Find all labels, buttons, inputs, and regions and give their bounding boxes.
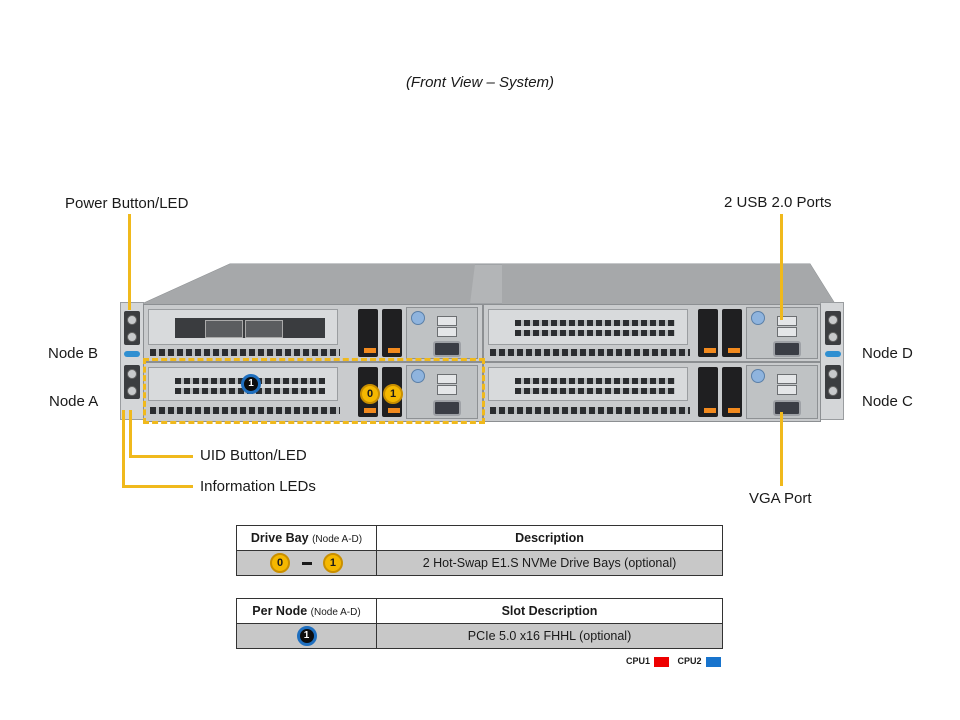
node-b-io-panel	[406, 307, 478, 359]
vendor-logo-right	[825, 351, 841, 357]
drive-bay-header-sub: (Node A-D)	[312, 534, 363, 545]
node-d-vga-port[interactable]	[773, 341, 801, 357]
node-a-uid-button[interactable]	[127, 386, 137, 396]
diagram-title: (Front View – System)	[405, 74, 555, 91]
node-b-uid-button[interactable]	[127, 332, 137, 342]
node-c-usb-port-1[interactable]	[777, 374, 797, 384]
node-a	[143, 362, 483, 422]
node-b-control-panel	[124, 311, 140, 345]
drive-bay-1-icon: 1	[322, 553, 343, 573]
drive-bay-header: Drive Bay	[250, 531, 309, 545]
vendor-logo	[124, 351, 140, 357]
slot-table: Per Node (Node A-D) Slot Description 1 P…	[236, 598, 723, 649]
node-a-vga-port[interactable]	[433, 400, 461, 416]
cpu-legend: CPU1 CPU2	[626, 656, 727, 667]
table-row: 1 PCIe 5.0 x16 FHHL (optional)	[236, 623, 723, 649]
node-b-vga-port[interactable]	[433, 341, 461, 357]
drive-description-cell: 2 Hot-Swap E1.S NVMe Drive Bays (optiona…	[376, 550, 723, 576]
slot-table-header: Per Node (Node A-D) Slot Description	[236, 598, 723, 624]
node-b	[143, 304, 483, 362]
range-dash	[301, 561, 312, 565]
drive-bay-0-icon: 0	[270, 553, 291, 573]
node-d-label: Node D	[862, 345, 913, 362]
node-c-control-panel	[825, 365, 841, 399]
node-d-uid-button[interactable]	[828, 332, 838, 342]
slot-description-header: Slot Description	[376, 598, 723, 624]
node-b-usb-port-1[interactable]	[437, 316, 457, 326]
right-ear	[820, 302, 844, 420]
pcie-slot-1-badge: 1	[241, 374, 261, 394]
left-ear	[120, 302, 144, 420]
node-c-latch[interactable]	[751, 369, 765, 383]
info-leds-leader-line-horizontal	[122, 485, 193, 488]
node-a-usb-port-1[interactable]	[437, 374, 457, 384]
node-a-power-button[interactable]	[127, 369, 137, 379]
node-c-io-panel	[746, 365, 818, 419]
vga-port-label: VGA Port	[749, 490, 812, 507]
node-c-power-button[interactable]	[828, 369, 838, 379]
cpu1-legend-label: CPU1	[626, 656, 651, 666]
usb-ports-label: 2 USB 2.0 Ports	[724, 194, 832, 211]
vga-port-leader-line	[780, 412, 783, 486]
cpu1-legend-swatch	[654, 656, 670, 667]
node-d-drive-1[interactable]	[722, 309, 742, 357]
node-d-drive-0[interactable]	[698, 309, 718, 357]
node-a-io-panel	[406, 365, 478, 419]
node-d-pcie-slot	[488, 309, 688, 345]
node-c-label: Node C	[862, 393, 913, 410]
node-b-pcie-slot	[148, 309, 338, 345]
drive-bay-range-cell: 0 1	[236, 550, 377, 576]
chassis-top-cover	[141, 263, 836, 305]
node-c-usb-port-2[interactable]	[777, 385, 797, 395]
cpu2-legend-label: CPU2	[677, 656, 702, 666]
power-button-label: Power Button/LED	[65, 195, 189, 212]
node-a-label: Node A	[49, 393, 99, 410]
pcie-slot-1-icon: 1	[296, 626, 317, 646]
drive-bay-table: Drive Bay (Node A-D) Description 0 1 2 H…	[236, 525, 723, 576]
table-row: 0 1 2 Hot-Swap E1.S NVMe Drive Bays (opt…	[236, 550, 723, 576]
per-node-header-cell: Per Node (Node A-D)	[236, 598, 377, 624]
per-node-header-sub: (Node A-D)	[310, 607, 361, 618]
drive-bay-0-badge: 0	[360, 384, 380, 404]
node-b-latch[interactable]	[411, 311, 425, 325]
node-c-pcie-slot	[488, 367, 688, 401]
node-a-control-panel	[124, 365, 140, 399]
uid-leader-line-vertical	[129, 410, 132, 458]
node-a-usb-port-2[interactable]	[437, 385, 457, 395]
node-c-drive-0[interactable]	[698, 367, 718, 417]
per-node-header: Per Node	[252, 604, 308, 618]
drive-description-header: Description	[376, 525, 723, 551]
node-c-uid-button[interactable]	[828, 386, 838, 396]
uid-button-label: UID Button/LED	[200, 447, 307, 464]
node-c-drive-1[interactable]	[722, 367, 742, 417]
node-d-usb-port-2[interactable]	[777, 327, 797, 337]
usb-ports-leader-line	[780, 214, 783, 320]
node-b-label: Node B	[48, 345, 99, 362]
node-a-latch[interactable]	[411, 369, 425, 383]
uid-leader-line-horizontal	[129, 455, 193, 458]
drive-bay-1-badge: 1	[383, 384, 403, 404]
node-c	[483, 362, 821, 422]
node-d	[483, 304, 821, 362]
node-b-usb-port-2[interactable]	[437, 327, 457, 337]
node-d-usb-port-1[interactable]	[777, 316, 797, 326]
node-c-vga-port[interactable]	[773, 400, 801, 416]
node-b-drive-1[interactable]	[382, 309, 402, 357]
slot-number-cell: 1	[236, 623, 377, 649]
cpu2-legend-swatch	[705, 656, 721, 667]
node-b-drive-0[interactable]	[358, 309, 378, 357]
node-b-power-button[interactable]	[127, 315, 137, 325]
drive-bay-table-header: Drive Bay (Node A-D) Description	[236, 525, 723, 551]
node-a-highlight	[143, 358, 485, 424]
power-button-leader-line	[128, 214, 131, 310]
node-d-power-button[interactable]	[828, 315, 838, 325]
node-d-latch[interactable]	[751, 311, 765, 325]
information-leds-label: Information LEDs	[200, 478, 316, 495]
slot-description-cell: PCIe 5.0 x16 FHHL (optional)	[376, 623, 723, 649]
node-d-control-panel	[825, 311, 841, 345]
info-leds-leader-line-vertical	[122, 410, 125, 488]
drive-bay-header-cell: Drive Bay (Node A-D)	[236, 525, 377, 551]
